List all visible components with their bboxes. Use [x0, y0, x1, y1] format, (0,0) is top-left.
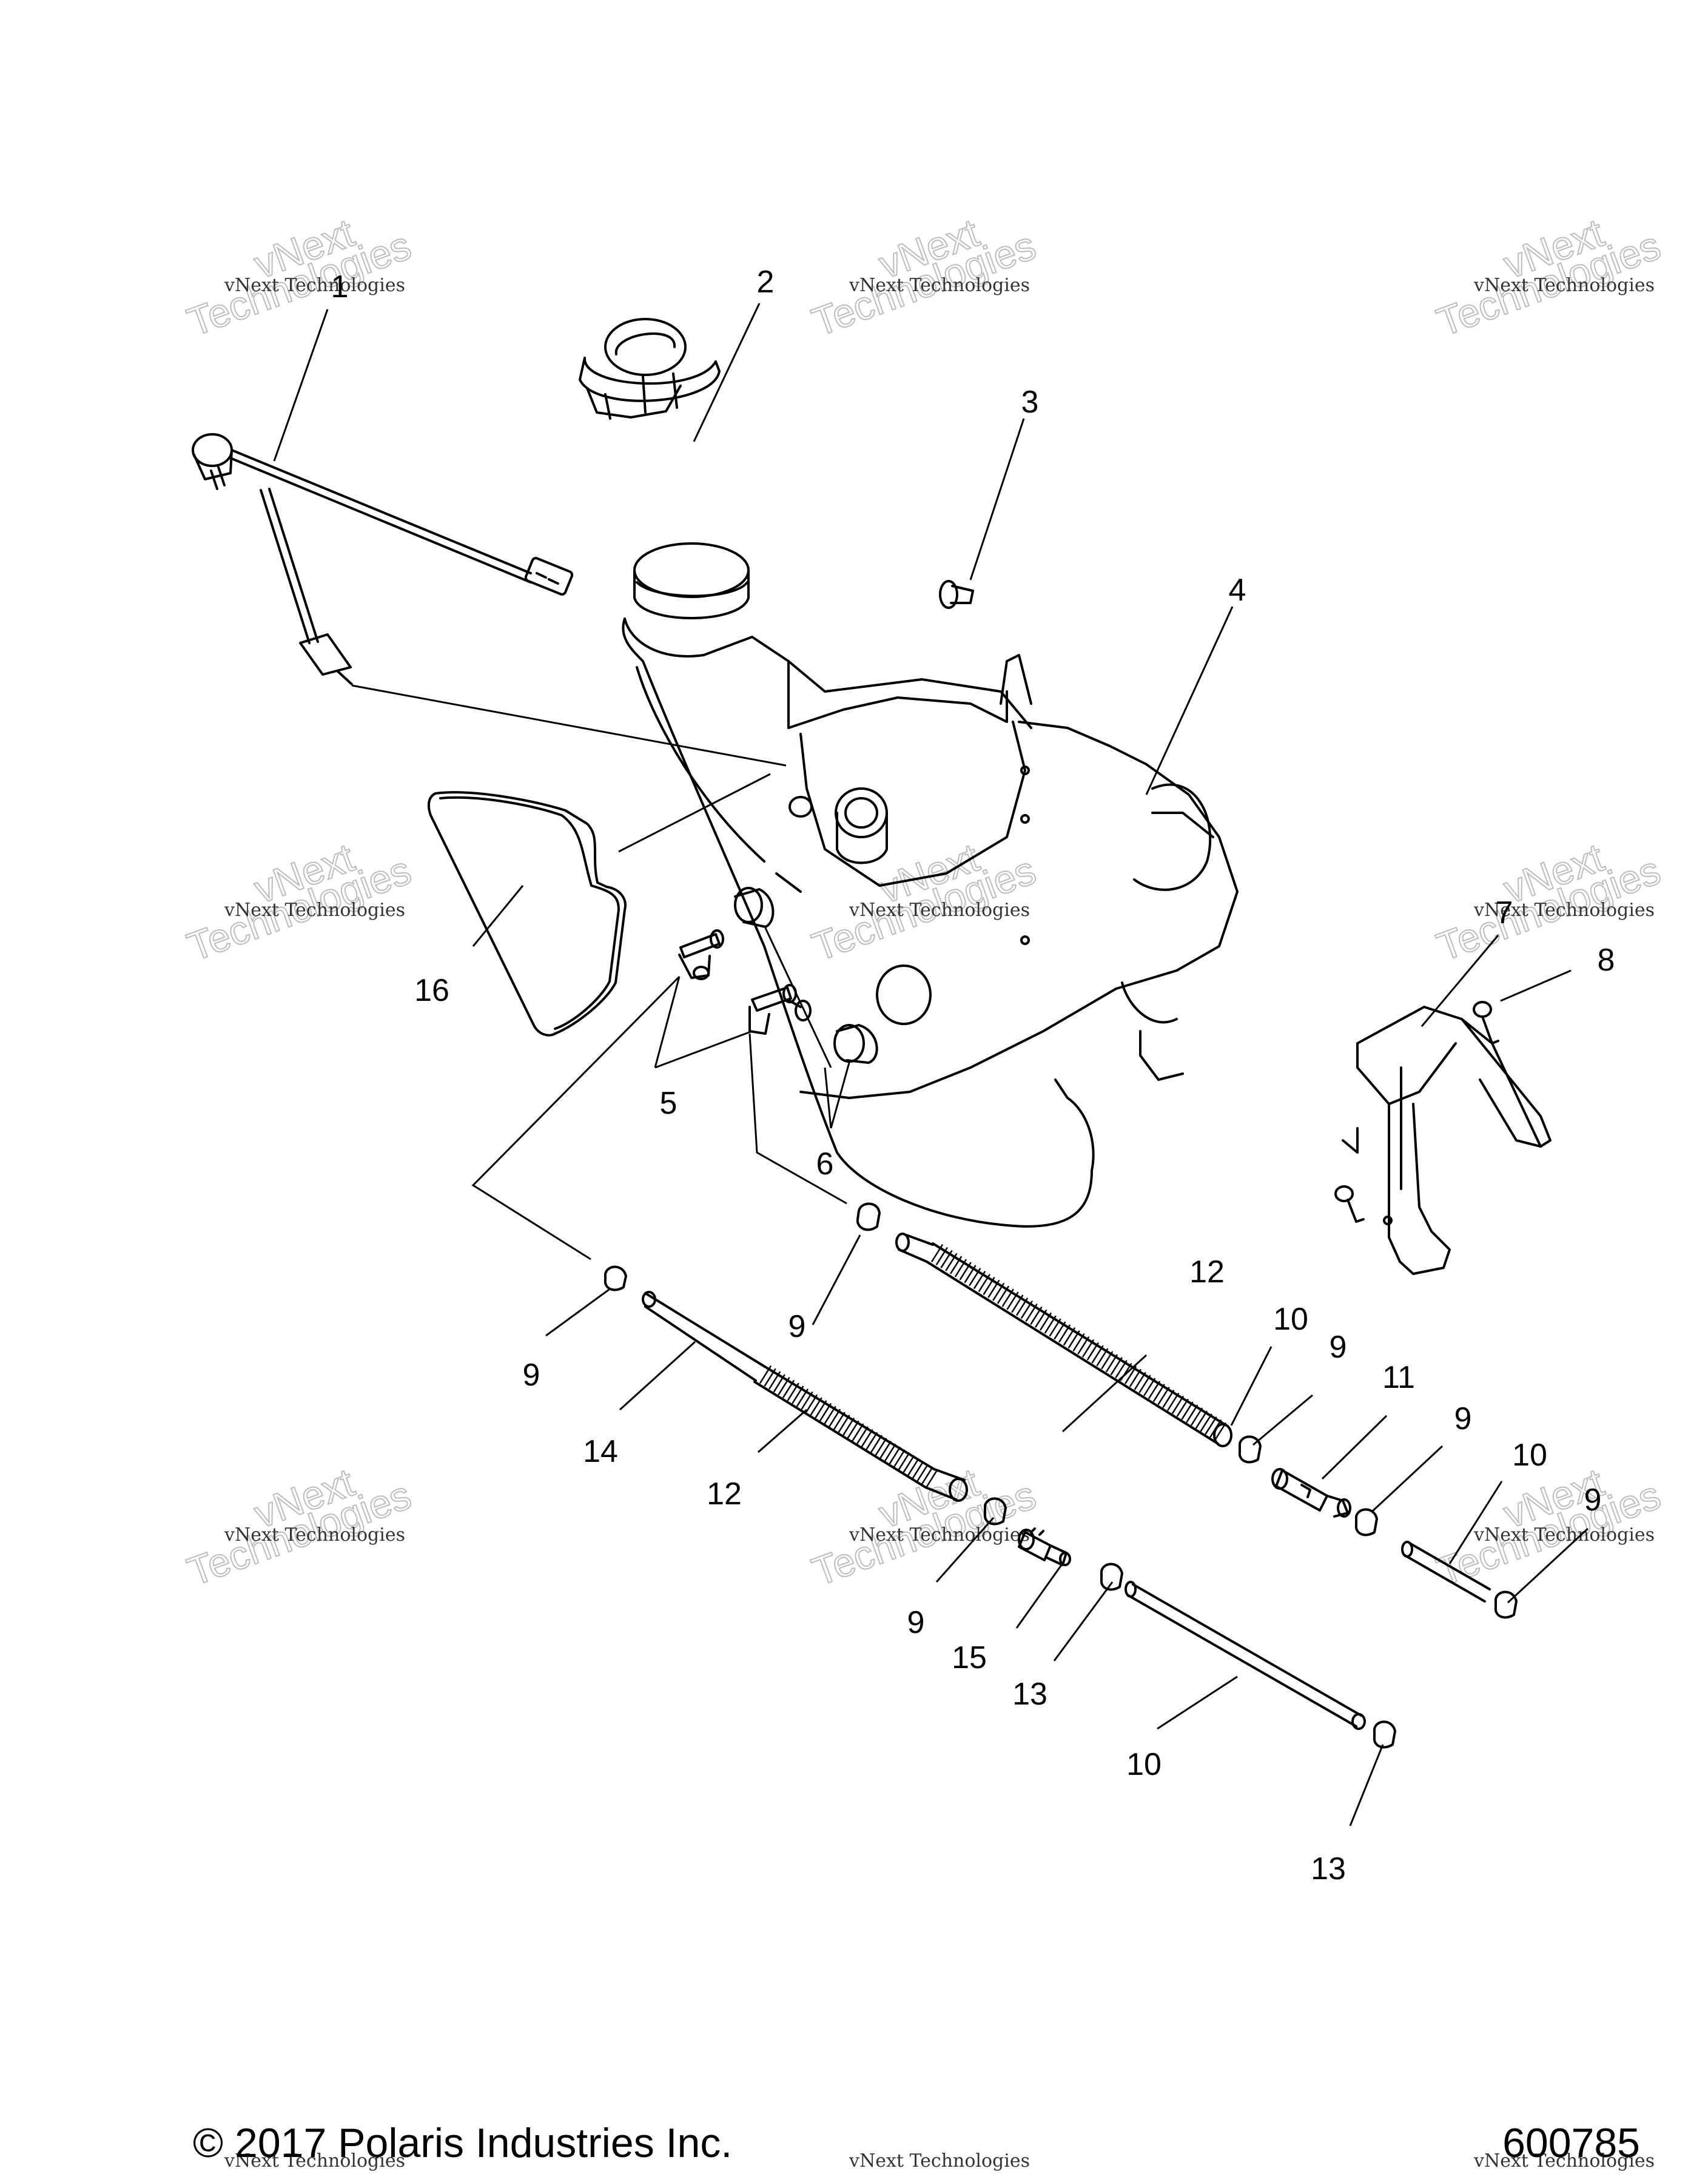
copyright-notice: © 2017 Polaris Industries Inc.	[193, 2120, 733, 2166]
callout-16: 16	[414, 973, 449, 1008]
callout-12: 12	[1189, 1254, 1225, 1290]
watermark-text: vNext Technologies	[1473, 900, 1655, 921]
callout-9: 9	[788, 1309, 806, 1344]
callout-13: 13	[1311, 1851, 1346, 1886]
bolt	[939, 580, 974, 609]
hose-ribs	[759, 1244, 1226, 1488]
callout-9: 9	[907, 1605, 925, 1640]
watermark-text: vNext Technologies	[224, 900, 405, 921]
callout-3: 3	[1021, 385, 1039, 420]
callout-10: 10	[1126, 1747, 1162, 1782]
watermarks: vNext Technologies vNext Technologies vN…	[181, 209, 1666, 2172]
tank-pad	[427, 791, 627, 1037]
tube	[1125, 1541, 1491, 1730]
bracket	[1342, 1006, 1552, 1275]
callout-2: 2	[757, 264, 775, 300]
watermark-text: vNext Technologies	[849, 275, 1030, 296]
callout-13: 13	[1012, 1677, 1047, 1712]
callout-9: 9	[1330, 1330, 1347, 1365]
hose-clamp	[604, 1202, 1518, 1749]
callout-12: 12	[707, 1476, 742, 1512]
watermark-text: vNext Technologies	[1473, 2150, 1655, 2172]
screw	[1334, 1001, 1499, 1223]
watermark-text: vNext Technologies	[1473, 275, 1655, 296]
drawing-number: 600785	[1502, 2120, 1640, 2166]
callout-1: 1	[331, 269, 349, 305]
watermark-text: vNext Technologies	[224, 1524, 405, 1546]
fuel-cap	[579, 318, 721, 420]
tube	[642, 1291, 763, 1382]
callout-9: 9	[1584, 1482, 1602, 1518]
watermark-text: vNext Technologies	[224, 275, 405, 296]
callout-9: 9	[523, 1358, 540, 1393]
fitting	[1018, 1527, 1071, 1566]
watermark-text: vNext Technologies	[849, 2150, 1030, 2172]
leader-lines	[273, 303, 1589, 1826]
watermark-text: vNext Technologies	[849, 1524, 1030, 1546]
callout-10: 10	[1512, 1438, 1547, 1473]
callout-5: 5	[660, 1086, 677, 1121]
callout-6: 6	[816, 1146, 834, 1182]
fitting	[678, 929, 802, 1035]
callout-labels: 1 2 3 4 16 7 8 5 6 9 9 12 14 12 10 9 11 …	[331, 264, 1615, 1886]
callout-7: 7	[1496, 895, 1513, 931]
callout-15: 15	[952, 1640, 987, 1675]
grommet	[734, 887, 878, 1064]
fuel-level-sender	[192, 433, 574, 685]
watermark-text: vNext Technologies	[1473, 1524, 1655, 1546]
fuel-tank	[622, 542, 1239, 1228]
fuel-filter	[1271, 1468, 1351, 1518]
watermark-text: vNext Technologies	[224, 2150, 405, 2172]
callout-9: 9	[1454, 1401, 1472, 1436]
callout-11: 11	[1382, 1360, 1415, 1395]
callout-10: 10	[1273, 1302, 1308, 1337]
watermark-text: vNext Technologies	[849, 900, 1030, 921]
callout-14: 14	[583, 1434, 618, 1469]
callout-8: 8	[1598, 943, 1615, 978]
hose-corrugated	[753, 1233, 1232, 1502]
callout-4: 4	[1229, 573, 1246, 608]
